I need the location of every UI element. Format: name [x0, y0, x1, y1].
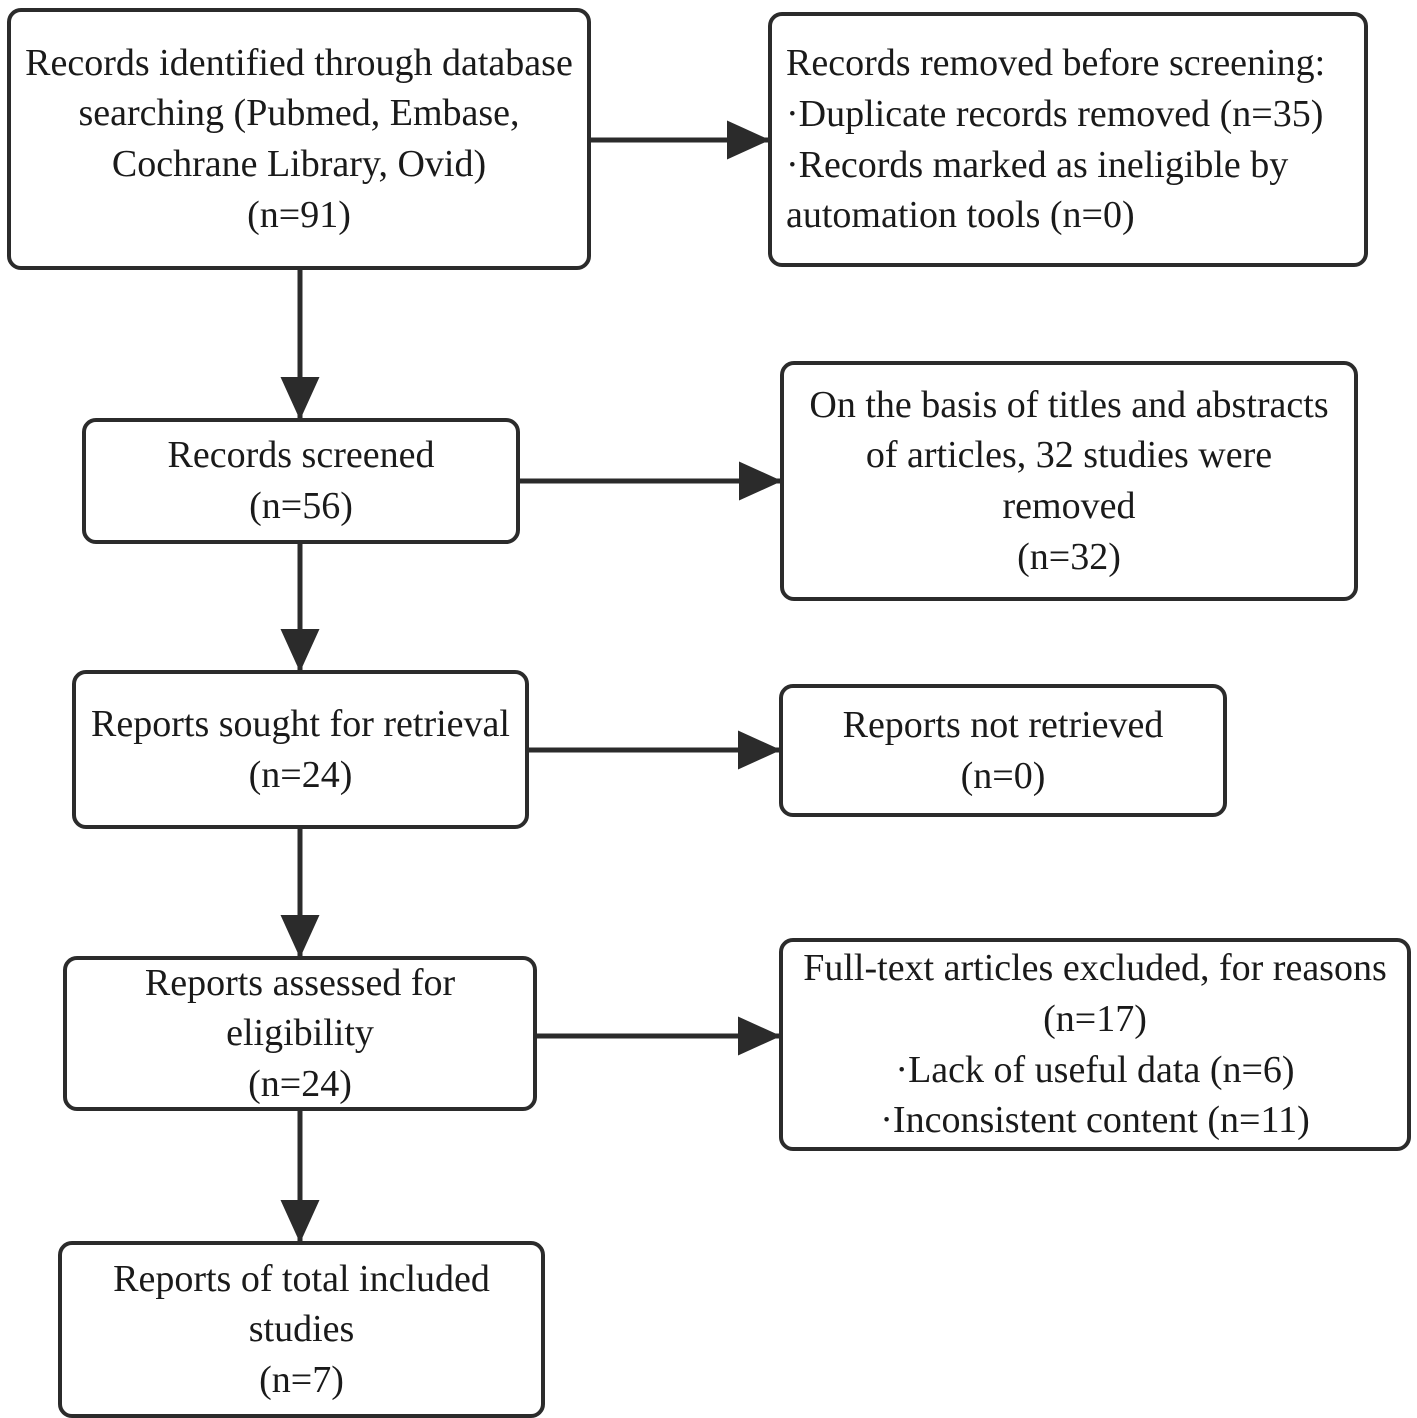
node-reports-assessed: Reports assessed for eligibility (n=24)	[63, 956, 537, 1111]
node-removed-before-screening: Records removed before screening: ·Dupli…	[768, 12, 1368, 267]
node-fulltext-excluded: Full-text articles excluded, for reasons…	[779, 938, 1411, 1151]
node-records-screened: Records screened (n=56)	[82, 418, 520, 544]
node-label-reports-assessed: Reports assessed for eligibility (n=24)	[144, 961, 456, 1105]
node-included-studies: Reports of total included studies (n=7)	[58, 1241, 545, 1418]
node-label-removed-before-screening: Records removed before screening: ·Dupli…	[786, 42, 1326, 237]
node-label-reports-sought: Reports sought for retrieval (n=24)	[91, 702, 510, 796]
node-label-included-studies: Reports of total included studies (n=7)	[113, 1257, 490, 1401]
node-reports-sought: Reports sought for retrieval (n=24)	[72, 670, 529, 829]
node-excluded-titles-abstracts: On the basis of titles and abstracts of …	[780, 361, 1358, 601]
node-identified: Records identified through database sear…	[7, 8, 591, 270]
node-label-excluded-titles-abstracts: On the basis of titles and abstracts of …	[809, 383, 1329, 578]
node-label-fulltext-excluded: Full-text articles excluded, for reasons…	[803, 947, 1387, 1142]
node-label-reports-not-retrieved: Reports not retrieved (n=0)	[842, 703, 1164, 797]
node-reports-not-retrieved: Reports not retrieved (n=0)	[779, 684, 1227, 817]
node-label-records-screened: Records screened (n=56)	[167, 434, 435, 527]
node-label-identified: Records identified through database sear…	[25, 41, 573, 236]
